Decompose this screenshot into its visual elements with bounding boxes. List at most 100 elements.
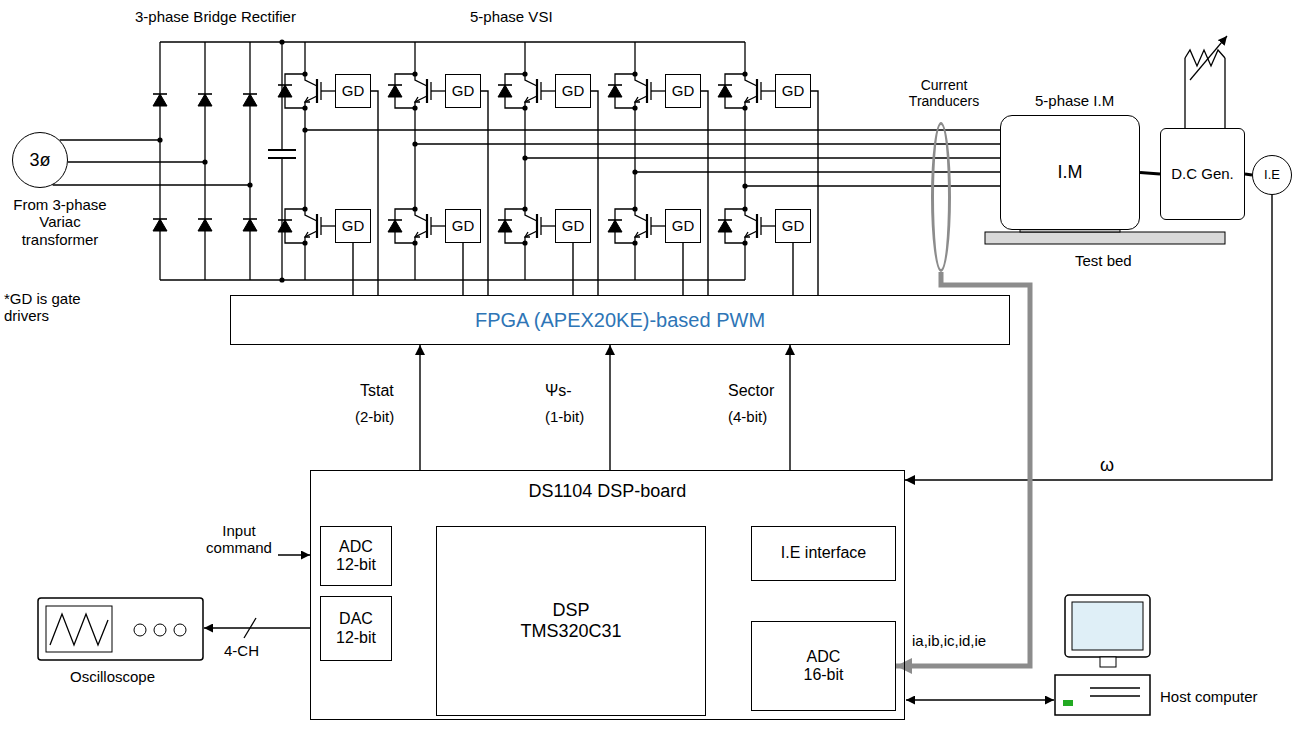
diode-symbol <box>608 85 622 97</box>
diode-symbol <box>153 219 167 231</box>
wire <box>60 139 160 140</box>
diode-symbol <box>278 85 292 97</box>
dc-bus <box>160 279 745 280</box>
section-title: 5-phase VSI <box>470 8 553 25</box>
oscilloscope-icon <box>38 598 203 660</box>
diode-symbol <box>198 219 212 231</box>
igbt-symbol <box>536 214 538 238</box>
node-label: GD <box>452 217 475 234</box>
igbt-symbol <box>536 79 538 103</box>
current-signals: ia,ib,ic,id,ie <box>912 632 986 649</box>
diode-symbol <box>718 220 732 232</box>
diode-symbol <box>608 220 622 232</box>
diode-symbol <box>498 85 512 97</box>
signal-wire <box>789 345 790 470</box>
node-label: DAC 12-bit <box>326 610 386 647</box>
node-label: FPGA (APEX20KE)-based PWM <box>475 309 765 332</box>
bus-slash <box>244 618 256 638</box>
node-label: GD <box>562 82 585 99</box>
node-label: GD <box>782 82 805 99</box>
signal-name: Ψs- <box>545 382 572 400</box>
knob <box>174 624 186 636</box>
wire <box>634 112 635 205</box>
signal-wire <box>609 345 610 470</box>
gate-wire <box>541 90 555 91</box>
gate-wire <box>761 225 775 226</box>
host-link <box>906 699 1054 701</box>
motor-lead <box>745 185 1000 186</box>
gate-wire <box>431 225 445 226</box>
junction-dot <box>632 169 637 174</box>
diode-symbol <box>388 84 402 86</box>
diode-symbol <box>198 218 212 220</box>
junction-dot <box>202 159 207 164</box>
variable-arrow <box>1190 36 1227 80</box>
igbt-symbol <box>305 232 310 237</box>
monitor-icon <box>1065 595 1150 657</box>
diode-symbol <box>243 218 257 220</box>
input-arrow <box>278 554 310 556</box>
diode-symbol <box>498 84 512 86</box>
junction-dot <box>412 71 417 76</box>
node-label: I.M <box>1058 162 1083 183</box>
diode-symbol <box>278 219 292 221</box>
junction-dot <box>632 71 637 76</box>
junction-dot <box>302 206 307 211</box>
wire <box>53 184 250 185</box>
igbt-symbol <box>305 97 310 102</box>
wire <box>744 112 745 205</box>
junction-dot <box>302 240 307 245</box>
wire <box>524 247 525 280</box>
junction-dot <box>632 206 637 211</box>
gate-driver: GD <box>445 74 481 108</box>
gate-driver: GD <box>555 74 591 108</box>
igbt-symbol <box>426 79 428 103</box>
current-transducer: Current Tranducers <box>931 122 951 272</box>
diode-symbol <box>153 94 167 106</box>
junction-dot <box>279 277 284 282</box>
igbt-symbol <box>415 97 420 102</box>
oscilloscope-screen <box>46 606 112 652</box>
diode-symbol <box>243 94 257 106</box>
induction-motor: I.M <box>1000 115 1140 230</box>
junction-dot <box>742 71 747 76</box>
diode-symbol <box>498 220 512 232</box>
diode-symbol <box>153 218 167 220</box>
bed-label: Test bed <box>1075 252 1132 269</box>
circuit-drawing <box>38 36 1227 715</box>
junction-dot <box>247 182 252 187</box>
diode-symbol <box>498 219 512 221</box>
signal-wire <box>591 91 598 295</box>
section-title: 3-phase Bridge Rectifier <box>135 8 296 25</box>
signal-wire <box>811 91 818 295</box>
node-label: GD <box>672 217 695 234</box>
junction-dot <box>632 240 637 245</box>
node-label: GD <box>562 217 585 234</box>
gate-driver: GD <box>665 74 701 108</box>
junction-dot <box>742 183 747 188</box>
node-label: GD <box>342 217 365 234</box>
diode-symbol <box>198 94 212 106</box>
junction-dot <box>279 39 284 44</box>
igbt-symbol <box>316 214 318 238</box>
wire <box>304 42 305 70</box>
knob <box>134 624 146 636</box>
junction-dot <box>522 240 527 245</box>
signal-wire <box>682 243 683 295</box>
diode-symbol <box>388 220 402 232</box>
igbt-symbol <box>316 79 318 103</box>
gate-driver: GD <box>335 209 371 243</box>
wire <box>304 247 305 280</box>
junction-dot <box>522 155 527 160</box>
node-label: I.E interface <box>781 544 866 562</box>
node-label: GD <box>672 82 695 99</box>
igbt-symbol <box>525 97 530 102</box>
node-label: GD <box>342 82 365 99</box>
junction-dot <box>632 105 637 110</box>
wire <box>68 161 205 162</box>
ac-source: 3ø <box>12 132 68 188</box>
diode-symbol <box>243 93 257 95</box>
node-label: 3ø <box>29 150 50 171</box>
node-label: GD <box>452 82 475 99</box>
gate-driver: GD <box>555 209 591 243</box>
